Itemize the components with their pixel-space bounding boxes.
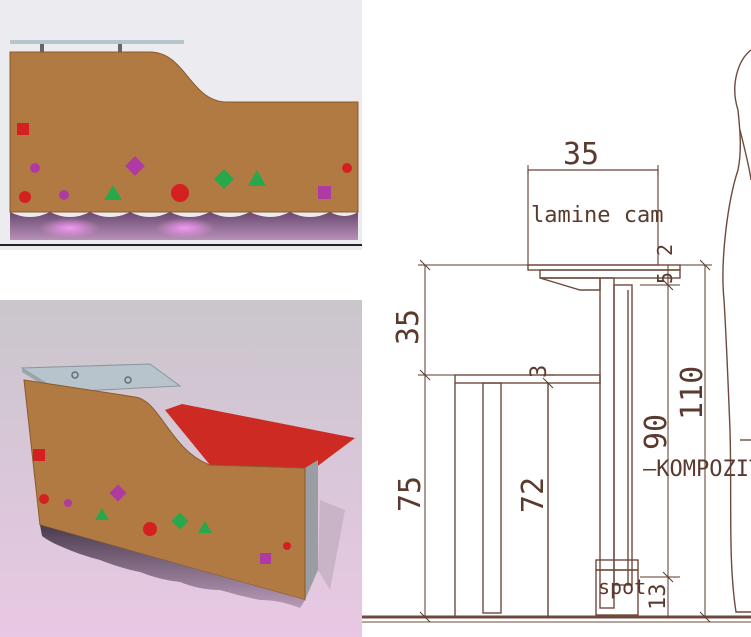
perspective-render-panel xyxy=(0,300,362,637)
red-circle-shape xyxy=(283,542,291,550)
perspective-render-image xyxy=(0,300,362,637)
section-drawing: 35 lamine cam 2 5 35 3 110 90 –KOMPOZIT … xyxy=(362,49,751,623)
skirt-light xyxy=(40,218,100,238)
wavy-base xyxy=(40,525,305,608)
spot-label: spot xyxy=(598,575,646,599)
green-triangle-shape xyxy=(248,170,266,186)
wood-side-panel xyxy=(305,460,318,600)
floor-shadow xyxy=(318,500,345,590)
glass-support xyxy=(118,44,122,52)
red-circle-shape xyxy=(19,191,31,203)
front-render-image xyxy=(0,40,362,246)
skirt-light xyxy=(155,218,215,238)
front-render-panel xyxy=(0,0,362,250)
dim-upper-height: 35 xyxy=(391,309,426,345)
dim-small-2: 2 xyxy=(653,244,677,256)
glass-label: lamine cam xyxy=(531,203,663,228)
glass-support xyxy=(40,44,44,52)
magenta-diamond-shape xyxy=(109,484,127,502)
red-square-shape xyxy=(17,123,29,135)
dim-90: 90 xyxy=(639,414,674,450)
material-label: –KOMPOZIT xyxy=(643,457,751,482)
red-circle-shape xyxy=(342,163,352,173)
green-triangle-shape xyxy=(198,521,212,533)
green-diamond-shape xyxy=(214,169,234,189)
magenta-square-shape xyxy=(260,553,271,564)
glass-top xyxy=(10,40,184,44)
green-diamond-shape xyxy=(171,512,189,530)
bracket-section xyxy=(539,277,601,291)
red-circle-shape xyxy=(143,522,157,536)
magenta-circle-shape xyxy=(64,499,72,507)
dim-total-height: 110 xyxy=(675,366,710,420)
magenta-circle-shape xyxy=(30,163,40,173)
red-circle-shape xyxy=(39,494,49,504)
magenta-square-shape xyxy=(318,186,331,199)
magenta-circle-shape xyxy=(59,190,69,200)
glass-bolt xyxy=(71,371,79,379)
red-counter-top xyxy=(165,404,355,468)
red-square-shape xyxy=(33,449,45,461)
wood-front-panel xyxy=(9,51,359,213)
glass-top-section xyxy=(527,264,681,271)
red-circle-shape xyxy=(171,184,189,202)
kompozit-panel-section xyxy=(599,277,615,609)
section-drawing-panel: 35 lamine cam 2 5 35 3 110 90 –KOMPOZIT … xyxy=(362,0,751,637)
green-triangle-shape xyxy=(95,508,109,520)
dim-13: 13 xyxy=(646,584,671,611)
dim-72: 72 xyxy=(516,477,551,513)
dim-desk-3: 3 xyxy=(527,365,552,378)
dim-75: 75 xyxy=(393,476,428,512)
dim-top-width: 35 xyxy=(563,137,599,172)
wood-front-panel xyxy=(23,379,306,601)
dim-small-5: 5 xyxy=(653,272,677,284)
desk-top-section xyxy=(454,374,601,384)
green-triangle-shape xyxy=(104,185,122,200)
floor-line xyxy=(0,244,362,246)
desk-leg-section xyxy=(482,382,502,614)
glass-bolt xyxy=(124,376,132,384)
human-figure-outline xyxy=(722,49,751,613)
